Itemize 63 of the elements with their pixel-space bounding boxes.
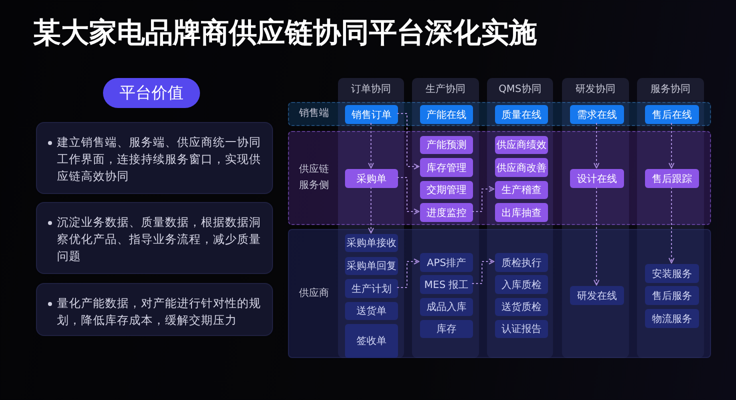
- function-box: 产能在线: [420, 105, 473, 124]
- row-band: [288, 229, 711, 358]
- function-box: 售后跟踪: [645, 169, 699, 188]
- function-box: 认证报告: [495, 320, 548, 338]
- column-header: QMS协同: [487, 78, 553, 100]
- function-box: 安装服务: [645, 264, 699, 283]
- bullet-text: 量化产能数据，对产能进行针对性的规划，降低库存成本，缓解交期压力: [57, 295, 262, 329]
- function-box: 供应商改善: [495, 158, 548, 177]
- function-box: 产能预测: [420, 136, 473, 154]
- column-header: 订单协同: [338, 78, 404, 100]
- arrow: [368, 122, 374, 168]
- function-box: 送货单: [345, 302, 398, 320]
- info-card: [36, 283, 273, 336]
- function-box: 供应商绩效: [495, 136, 548, 154]
- function-box: 成品入库: [420, 298, 473, 316]
- column-header: 服务协同: [637, 78, 704, 100]
- row-band: [288, 131, 711, 225]
- function-box: 采购单回复: [345, 257, 398, 275]
- function-box: 生产稽查: [495, 181, 548, 199]
- row-label: 供应商: [298, 286, 330, 300]
- column-header: 研发协同: [562, 78, 629, 100]
- column-header: 生产协同: [412, 78, 479, 100]
- arrow: [396, 113, 420, 170]
- function-box: 入库质检: [495, 275, 548, 294]
- arrow: [594, 186, 600, 286]
- arrow: [668, 186, 674, 264]
- function-box: APS排产: [420, 253, 473, 272]
- arrow: [396, 177, 420, 214]
- title: 某大家电品牌商供应链协同平台深化实施: [33, 15, 537, 51]
- function-box: 库存管理: [420, 158, 473, 177]
- function-box: 出库抽查: [495, 203, 548, 222]
- info-card: [36, 202, 273, 274]
- row-band: [288, 102, 711, 126]
- function-box: 设计在线: [570, 169, 624, 188]
- function-box: 交期管理: [420, 181, 473, 199]
- info-card: [36, 122, 273, 194]
- function-box: 售后服务: [645, 286, 699, 305]
- bullet-text: 沉淀业务数据、质量数据，根据数据洞察优化产品、指导业务流程，减少质量问题: [57, 214, 262, 265]
- arrow: [668, 122, 674, 168]
- row-label: 销售端: [298, 106, 330, 121]
- function-box: 质检执行: [495, 253, 548, 272]
- function-box: 质量在线: [495, 105, 548, 124]
- arrow: [472, 186, 494, 212]
- function-box: 物流服务: [645, 309, 699, 328]
- function-box: 采购单接收: [345, 234, 398, 252]
- arrow: [594, 122, 600, 168]
- function-box: 售后在线: [645, 105, 699, 124]
- function-box: 需求在线: [570, 105, 624, 124]
- arrow: [368, 186, 374, 234]
- row-label: 供应链服务侧: [298, 162, 330, 193]
- bullet-text: 建立销售端、服务端、供应商统一协同工作界面，连接持续服务窗口，实现供应链高效协同: [57, 134, 262, 185]
- function-box: 签收单: [345, 324, 398, 358]
- function-box: 库存: [420, 320, 473, 338]
- function-box: 采购单: [345, 169, 398, 188]
- function-box: 研发在线: [570, 286, 624, 305]
- function-box: 进度监控: [420, 203, 473, 222]
- function-box: 销售订单: [345, 105, 398, 124]
- function-box: 送货质检: [495, 298, 548, 316]
- function-box: MES 报工: [420, 275, 473, 294]
- heading-pill: 平台价值: [103, 78, 200, 108]
- arrow: [472, 258, 494, 284]
- function-box: 生产计划: [345, 279, 398, 298]
- arrow: [396, 258, 420, 288]
